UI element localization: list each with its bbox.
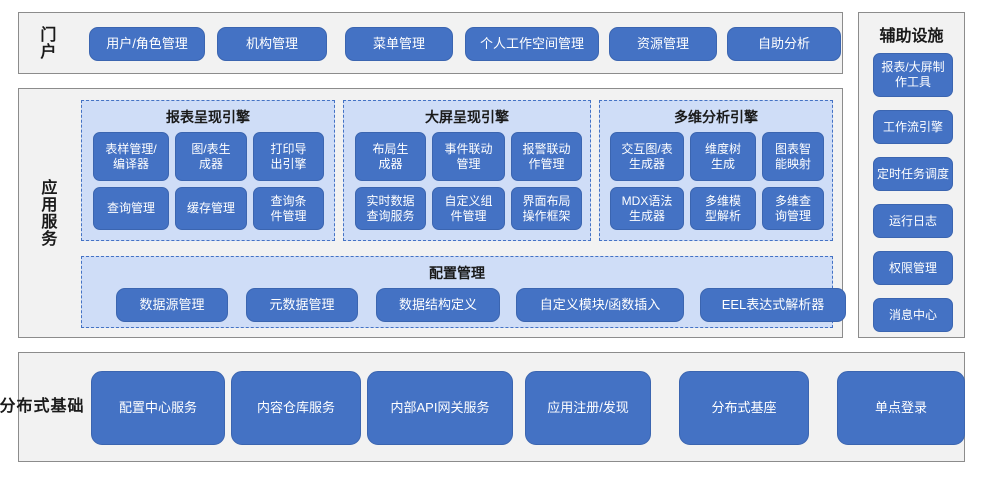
config-item-custom-module-function-insert[interactable]: 自定义模块/函数插入 [516, 288, 684, 322]
olap-engine-group: 多维分析引擎 交互图/表 生成器 维度树 生成 图表智 能映射 MDX语法 生成… [599, 100, 833, 241]
app-service-row-label: 应用服务 [38, 179, 56, 247]
config-item-data-structure-definition[interactable]: 数据结构定义 [376, 288, 500, 322]
report-engine-group: 报表呈现引擎 表样管理/ 编译器 图/表生 成器 打印导 出引擎 查询管理 缓存… [81, 100, 335, 241]
bigscreen-engine-item-realtime-data-query-service[interactable]: 实时数据 查询服务 [355, 187, 426, 230]
olap-engine-item-chart-smart-mapping[interactable]: 图表智 能映射 [762, 132, 824, 181]
config-item-datasource-management[interactable]: 数据源管理 [116, 288, 228, 322]
infra-item-config-center-service[interactable]: 配置中心服务 [91, 371, 225, 445]
portal-panel: 门户 用户/角色管理 机构管理 菜单管理 个人工作空间管理 资源管理 自助分析 [18, 12, 843, 74]
aux-panel: 辅助设施 报表/大屏制 作工具 工作流引擎 定时任务调度 运行日志 权限管理 消… [858, 12, 965, 338]
aux-item-permission-management[interactable]: 权限管理 [873, 251, 953, 285]
report-engine-item-chart-table-generator[interactable]: 图/表生 成器 [175, 132, 247, 181]
portal-item-workspace[interactable]: 个人工作空间管理 [465, 27, 599, 61]
bigscreen-engine-group: 大屏呈现引擎 布局生 成器 事件联动 管理 报警联动 作管理 实时数据 查询服务… [343, 100, 591, 241]
olap-engine-item-multidim-model-parsing[interactable]: 多维模 型解析 [690, 187, 756, 230]
infrastructure-row-label: 分布式基础 [0, 398, 85, 416]
aux-item-message-center[interactable]: 消息中心 [873, 298, 953, 332]
infra-item-internal-api-gateway-service[interactable]: 内部API网关服务 [367, 371, 513, 445]
report-engine-item-print-export-engine[interactable]: 打印导 出引擎 [253, 132, 324, 181]
bigscreen-engine-item-ui-layout-framework[interactable]: 界面布局 操作框架 [511, 187, 582, 230]
infra-item-single-sign-on[interactable]: 单点登录 [837, 371, 965, 445]
config-item-metadata-management[interactable]: 元数据管理 [246, 288, 358, 322]
config-management-title: 配置管理 [429, 265, 485, 281]
portal-item-user-role[interactable]: 用户/角色管理 [89, 27, 205, 61]
portal-row-label: 门户 [37, 26, 55, 60]
portal-item-org[interactable]: 机构管理 [217, 27, 327, 61]
olap-engine-item-mdx-syntax-generator[interactable]: MDX语法 生成器 [610, 187, 684, 230]
infra-item-distributed-base[interactable]: 分布式基座 [679, 371, 809, 445]
bigscreen-engine-item-layout-generator[interactable]: 布局生 成器 [355, 132, 426, 181]
portal-item-menu[interactable]: 菜单管理 [345, 27, 453, 61]
report-engine-item-query-condition-management[interactable]: 查询条 件管理 [253, 187, 324, 230]
report-engine-item-query-management[interactable]: 查询管理 [93, 187, 169, 230]
bigscreen-engine-item-alarm-action-management[interactable]: 报警联动 作管理 [511, 132, 582, 181]
app-service-panel: 应用服务 报表呈现引擎 表样管理/ 编译器 图/表生 成器 打印导 出引擎 查询… [18, 88, 846, 338]
report-engine-title: 报表呈现引擎 [166, 109, 250, 125]
aux-panel-title: 辅助设施 [879, 28, 944, 45]
aux-item-scheduled-task[interactable]: 定时任务调度 [873, 157, 953, 191]
aux-item-runtime-log[interactable]: 运行日志 [873, 204, 953, 238]
olap-engine-item-dimension-tree-generation[interactable]: 维度树 生成 [690, 132, 756, 181]
bigscreen-engine-title: 大屏呈现引擎 [425, 109, 509, 125]
bigscreen-engine-item-custom-component-management[interactable]: 自定义组 件管理 [432, 187, 505, 230]
config-item-eel-expression-parser[interactable]: EEL表达式解析器 [700, 288, 846, 322]
aux-item-report-bigscreen-authoring-tool[interactable]: 报表/大屏制 作工具 [873, 53, 953, 97]
aux-item-workflow-engine[interactable]: 工作流引擎 [873, 110, 953, 144]
portal-item-self-analysis[interactable]: 自助分析 [727, 27, 841, 61]
infra-item-app-registry-discovery[interactable]: 应用注册/发现 [525, 371, 651, 445]
infra-item-content-repository-service[interactable]: 内容仓库服务 [231, 371, 361, 445]
report-engine-item-cache-management[interactable]: 缓存管理 [175, 187, 247, 230]
bigscreen-engine-item-event-linkage-management[interactable]: 事件联动 管理 [432, 132, 505, 181]
olap-engine-item-multidim-query-management[interactable]: 多维查 询管理 [762, 187, 824, 230]
olap-engine-item-interactive-chart-table-generator[interactable]: 交互图/表 生成器 [610, 132, 684, 181]
portal-item-resource[interactable]: 资源管理 [609, 27, 717, 61]
infrastructure-panel: 分布式基础 配置中心服务 内容仓库服务 内部API网关服务 应用注册/发现 分布… [0, 352, 965, 462]
config-management-group: 配置管理 数据源管理 元数据管理 数据结构定义 自定义模块/函数插入 EEL表达… [81, 256, 846, 328]
olap-engine-title: 多维分析引擎 [674, 109, 758, 125]
report-engine-item-template-compiler[interactable]: 表样管理/ 编译器 [93, 132, 169, 181]
